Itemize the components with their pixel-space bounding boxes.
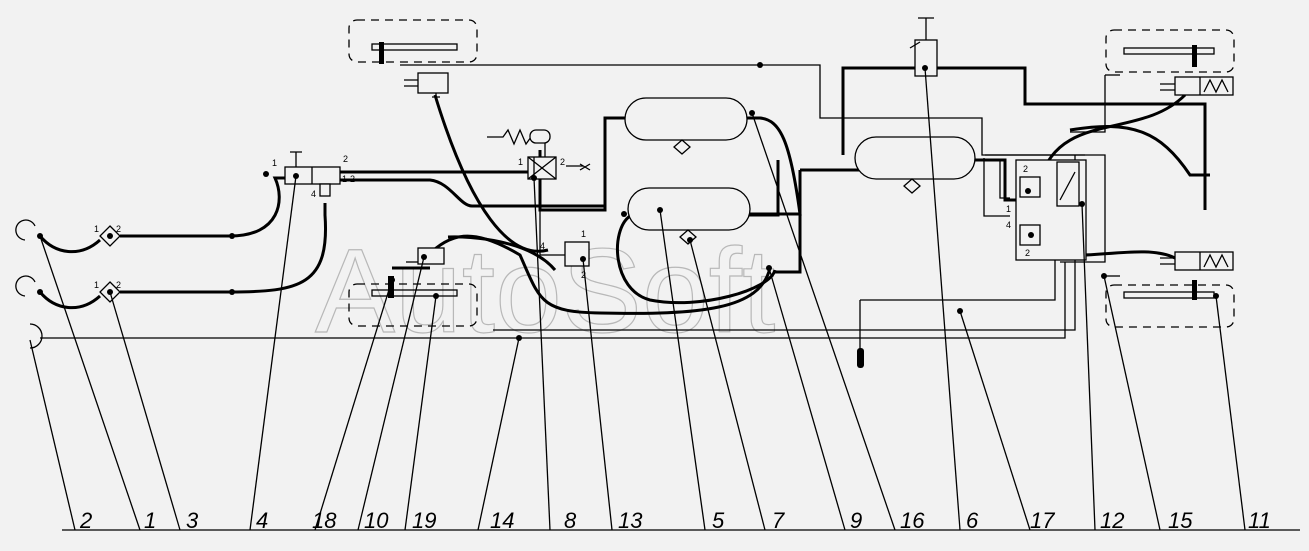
callout-1: 1	[144, 508, 156, 533]
wheel-front-right	[1105, 29, 1235, 73]
callout-15: 15	[1168, 508, 1193, 533]
callout-9: 9	[850, 508, 862, 533]
wheel-rear-right	[1105, 280, 1235, 328]
valve-8: 1 2	[518, 156, 565, 180]
valve-12: 2 1 4 2	[1006, 159, 1087, 261]
callout-10: 10	[364, 508, 389, 533]
svg-text:1: 1	[518, 157, 523, 167]
callout-16: 16	[900, 508, 925, 533]
callout-4: 4	[256, 508, 268, 533]
drain-valve-9	[857, 348, 864, 368]
svg-text:2: 2	[1025, 248, 1030, 258]
callout-3: 3	[186, 508, 199, 533]
valve-4: 1 2 4 1-2	[272, 151, 355, 199]
callout-6: 6	[966, 508, 979, 533]
brake-chamber-left-rear	[406, 247, 445, 265]
callout-5: 5	[712, 508, 725, 533]
svg-text:1: 1	[94, 224, 99, 234]
callout-19: 19	[412, 508, 436, 533]
callout-14: 14	[490, 508, 514, 533]
svg-text:1: 1	[94, 280, 99, 290]
valve-13: 1 2 4	[540, 229, 590, 280]
callout-18: 18	[312, 508, 337, 533]
callout-17: 17	[1030, 508, 1055, 533]
svg-text:2: 2	[116, 280, 121, 290]
callout-12: 12	[1100, 508, 1124, 533]
reservoir-7	[624, 97, 748, 155]
callout-8: 8	[564, 508, 577, 533]
svg-text:4: 4	[540, 241, 545, 251]
reservoir-5	[627, 187, 751, 245]
coupling-head-3	[15, 275, 36, 297]
callout-labels: 2 1 3 4 18 10 19 14 8 13 5 7 9 16 6 17 1…	[79, 508, 1271, 533]
svg-text:1: 1	[272, 158, 277, 168]
thick-piping	[38, 66, 1210, 315]
leader-lines	[29, 67, 1300, 531]
svg-text:1: 1	[1006, 204, 1011, 214]
svg-text:4: 4	[311, 189, 316, 199]
wheel-front-left	[348, 19, 478, 64]
svg-text:2: 2	[343, 154, 348, 164]
svg-text:4: 4	[1006, 220, 1011, 230]
svg-text:2: 2	[1023, 164, 1028, 174]
callout-2: 2	[79, 508, 92, 533]
spring-brake-chamber-rear-right	[1160, 251, 1234, 271]
coupling-head-1	[15, 219, 36, 241]
svg-text:1-2: 1-2	[342, 174, 355, 184]
reservoir-6	[854, 136, 976, 194]
svg-text:1: 1	[581, 229, 586, 239]
callout-7: 7	[772, 508, 785, 533]
svg-text:2: 2	[581, 270, 586, 280]
callout-11: 11	[1248, 508, 1271, 533]
coupling-head-2	[29, 323, 43, 349]
callout-13: 13	[618, 508, 643, 533]
svg-text:2: 2	[560, 157, 565, 167]
svg-text:2: 2	[116, 224, 121, 234]
brake-chamber-left-front	[404, 72, 449, 100]
spring-brake-chamber-front-right	[1160, 76, 1234, 96]
